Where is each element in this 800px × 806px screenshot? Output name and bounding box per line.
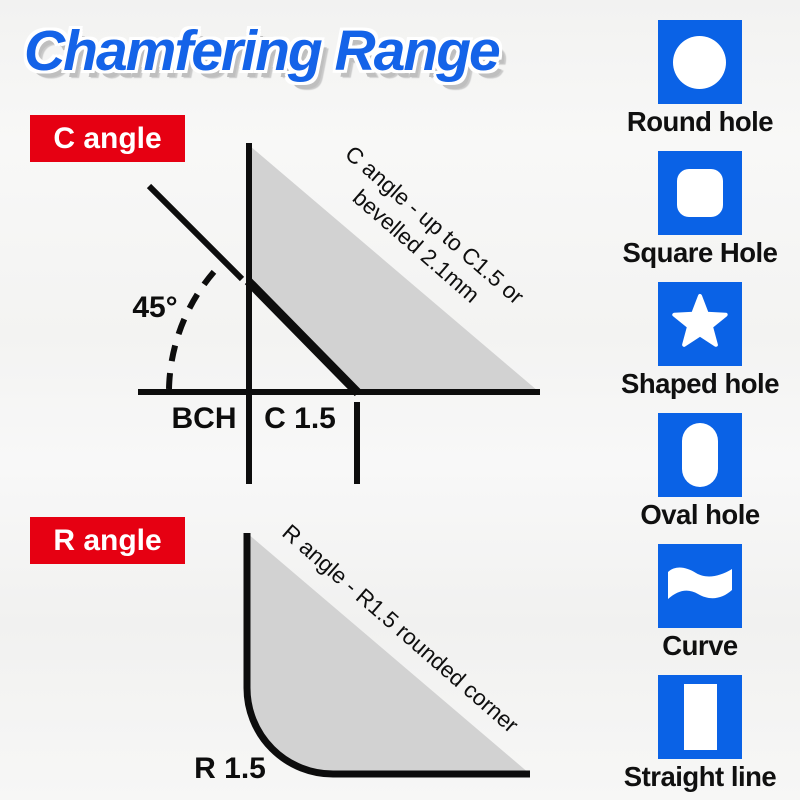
c-angle-degree-label: 45° <box>132 291 177 324</box>
r15-label: R 1.5 <box>194 752 266 785</box>
legend-item-curve: Curve <box>658 544 742 662</box>
legend-label-curve: Curve <box>662 630 738 661</box>
r-angle-note-line: R angle - R1.5 rounded corner <box>277 519 524 738</box>
c-45deg-reference-line <box>146 183 245 282</box>
legend-item-square-hole: Square Hole <box>623 151 778 269</box>
shaped-hole-icon <box>658 282 742 366</box>
curve-icon-shape <box>668 567 732 599</box>
star-icon-shape <box>672 294 728 347</box>
r-angle-badge: R angle <box>30 517 185 564</box>
c-angle-note-line1: C angle - up to C1.5 or <box>340 140 529 310</box>
square-hole-icon-shape <box>677 169 723 217</box>
legend-label-round-hole: Round hole <box>626 106 774 137</box>
legend-label-straight-line: Straight line <box>623 761 777 792</box>
c15-label: C 1.5 <box>264 402 336 435</box>
legend-label-oval-hole: Oval hole <box>640 499 760 530</box>
c-angle-badge: C angle <box>30 115 185 162</box>
straight-line-icon <box>658 675 742 759</box>
legend-item-round-hole: Round hole <box>626 20 774 138</box>
c-angle-note-line2: bevelled 2.1mm <box>348 184 485 308</box>
round-hole-icon <box>657 20 742 104</box>
oval-hole-icon-shape <box>681 423 718 487</box>
legend-item-oval-hole: Oval hole <box>640 413 760 531</box>
curve-icon <box>658 544 742 628</box>
c-chamfer-edge-line <box>244 277 362 397</box>
capability-legend: Round hole Square Hole Shaped hole Oval … <box>600 20 800 806</box>
page-title: Chamfering Range <box>24 19 501 83</box>
r-corner-shaded-region <box>247 533 530 774</box>
r-angle-badge-label: R angle <box>53 523 162 557</box>
legend-item-shaped-hole: Shaped hole <box>621 282 780 400</box>
c-angle-note: C angle - up to C1.5 or bevelled 2.1mm <box>286 110 564 362</box>
r-angle-note: R angle - R1.5 rounded corner <box>232 481 567 778</box>
r-rounded-corner-line <box>243 533 530 778</box>
legend-label-square-hole: Square Hole <box>622 237 778 268</box>
oval-hole-icon <box>657 413 742 497</box>
round-hole-icon-shape <box>673 35 727 89</box>
c-angle-badge-label: C angle <box>53 121 162 155</box>
c-angle-dashed-arc <box>166 258 227 390</box>
legend-label-shaped-hole: Shaped hole <box>621 368 780 399</box>
bch-label: BCH <box>172 402 237 435</box>
square-hole-icon <box>658 151 742 235</box>
straight-line-icon-shape <box>683 684 717 750</box>
legend-item-straight-line: Straight line <box>623 675 777 793</box>
